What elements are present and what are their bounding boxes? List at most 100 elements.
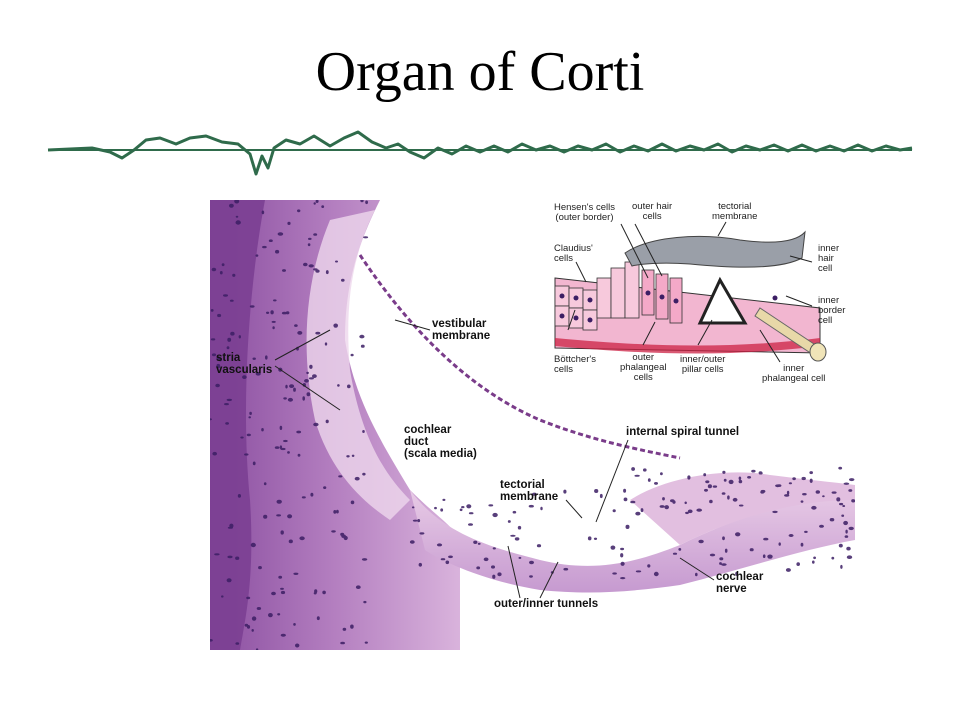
stain-nucleus (848, 489, 853, 492)
stain-nucleus (282, 269, 286, 272)
stain-nucleus (230, 331, 235, 336)
stain-nucleus (363, 600, 367, 604)
stain-nucleus (838, 543, 843, 548)
stain-nucleus (796, 562, 800, 566)
bone-tissue (210, 200, 265, 650)
stain-nucleus (255, 648, 259, 650)
stain-nucleus (587, 536, 592, 541)
stain-nucleus (338, 475, 343, 478)
stain-nucleus (846, 546, 851, 551)
stain-nucleus (316, 616, 320, 621)
stain-nucleus (232, 273, 236, 277)
stain-nucleus (274, 446, 280, 449)
stain-nucleus (620, 561, 625, 566)
stain-nucleus (728, 479, 734, 485)
stain-nucleus (350, 500, 355, 505)
stain-nucleus (719, 562, 722, 565)
stain-nucleus (214, 553, 220, 556)
stain-nucleus (211, 353, 217, 357)
stain-nucleus (738, 476, 742, 481)
stain-nucleus (323, 486, 327, 489)
stain-nucleus (630, 500, 636, 504)
stain-nucleus (786, 490, 790, 495)
stain-nucleus (442, 498, 446, 501)
stain-nucleus (303, 262, 308, 267)
stain-nucleus (723, 478, 727, 482)
stain-nucleus (468, 523, 473, 526)
stain-nucleus (252, 461, 256, 466)
stain-nucleus (308, 377, 314, 380)
stain-nucleus (612, 572, 617, 575)
stain-nucleus (235, 215, 239, 218)
stain-nucleus (476, 566, 481, 570)
stain-nucleus (275, 249, 280, 254)
stain-nucleus (336, 509, 339, 514)
inset-label-bottchers-cells: Böttcher's cells (554, 354, 596, 375)
stain-nucleus (261, 210, 265, 215)
stain-nucleus (268, 239, 273, 242)
stain-nucleus (313, 592, 317, 595)
stain-nucleus (280, 587, 284, 590)
stain-nucleus (620, 577, 626, 580)
stain-nucleus (540, 506, 543, 511)
stain-nucleus (518, 556, 522, 559)
stain-nucleus (226, 346, 230, 350)
stain-nucleus (235, 642, 240, 645)
organ-of-corti-inset-diagram (540, 198, 865, 393)
stain-nucleus (727, 495, 730, 500)
stain-nucleus (211, 267, 217, 272)
stain-nucleus (412, 519, 418, 522)
stain-nucleus (296, 346, 299, 351)
label-outer-inner-tunnels: outer/inner tunnels (494, 598, 599, 610)
stain-nucleus (235, 556, 240, 560)
stain-nucleus (216, 356, 220, 361)
stain-nucleus (293, 387, 296, 392)
stain-nucleus (270, 310, 274, 315)
stain-nucleus (287, 514, 293, 519)
stain-nucleus (804, 530, 808, 533)
stain-nucleus (251, 616, 257, 621)
stain-nucleus (735, 571, 738, 576)
stain-nucleus (256, 607, 262, 610)
stain-nucleus (360, 344, 365, 348)
stain-nucleus (409, 540, 415, 544)
stain-nucleus (244, 453, 249, 456)
stain-nucleus (277, 613, 281, 616)
stain-nucleus (593, 537, 598, 540)
stain-nucleus (246, 596, 251, 600)
stain-nucleus (364, 641, 368, 644)
stain-nucleus (623, 497, 628, 502)
stain-nucleus (721, 492, 726, 495)
stain-nucleus (365, 200, 368, 205)
stain-nucleus (227, 337, 232, 342)
stain-nucleus (512, 510, 517, 514)
stain-nucleus (237, 494, 241, 498)
stain-nucleus (703, 473, 707, 477)
stain-nucleus (226, 398, 232, 402)
stain-nucleus (784, 494, 790, 497)
stain-nucleus (800, 542, 804, 547)
inset-label-outer-hair-cells: outer hair cells (632, 201, 673, 222)
stain-nucleus (322, 590, 326, 595)
stain-nucleus (360, 200, 364, 203)
stain-nucleus (419, 532, 425, 535)
stain-nucleus (724, 548, 728, 553)
stain-nucleus (594, 489, 599, 493)
stain-nucleus (223, 294, 228, 297)
inset-label-inner-outer-pillar-cells: inner/outer pillar cells (680, 354, 726, 375)
stain-nucleus (271, 591, 276, 596)
stain-nucleus (662, 497, 665, 501)
stain-nucleus (695, 572, 698, 577)
vestibular-membrane-line (358, 254, 681, 460)
stain-nucleus (767, 554, 773, 559)
stain-nucleus (359, 334, 365, 339)
stain-nucleus (698, 539, 704, 544)
stain-nucleus (660, 472, 663, 476)
stain-nucleus (278, 367, 283, 372)
stain-nucleus (704, 488, 708, 492)
stain-nucleus (294, 324, 298, 327)
stain-nucleus (491, 565, 495, 569)
stain-nucleus (831, 556, 835, 560)
stain-nucleus (684, 501, 687, 505)
label-internal-spiral-tunnel: internal spiral tunnel (626, 426, 740, 438)
